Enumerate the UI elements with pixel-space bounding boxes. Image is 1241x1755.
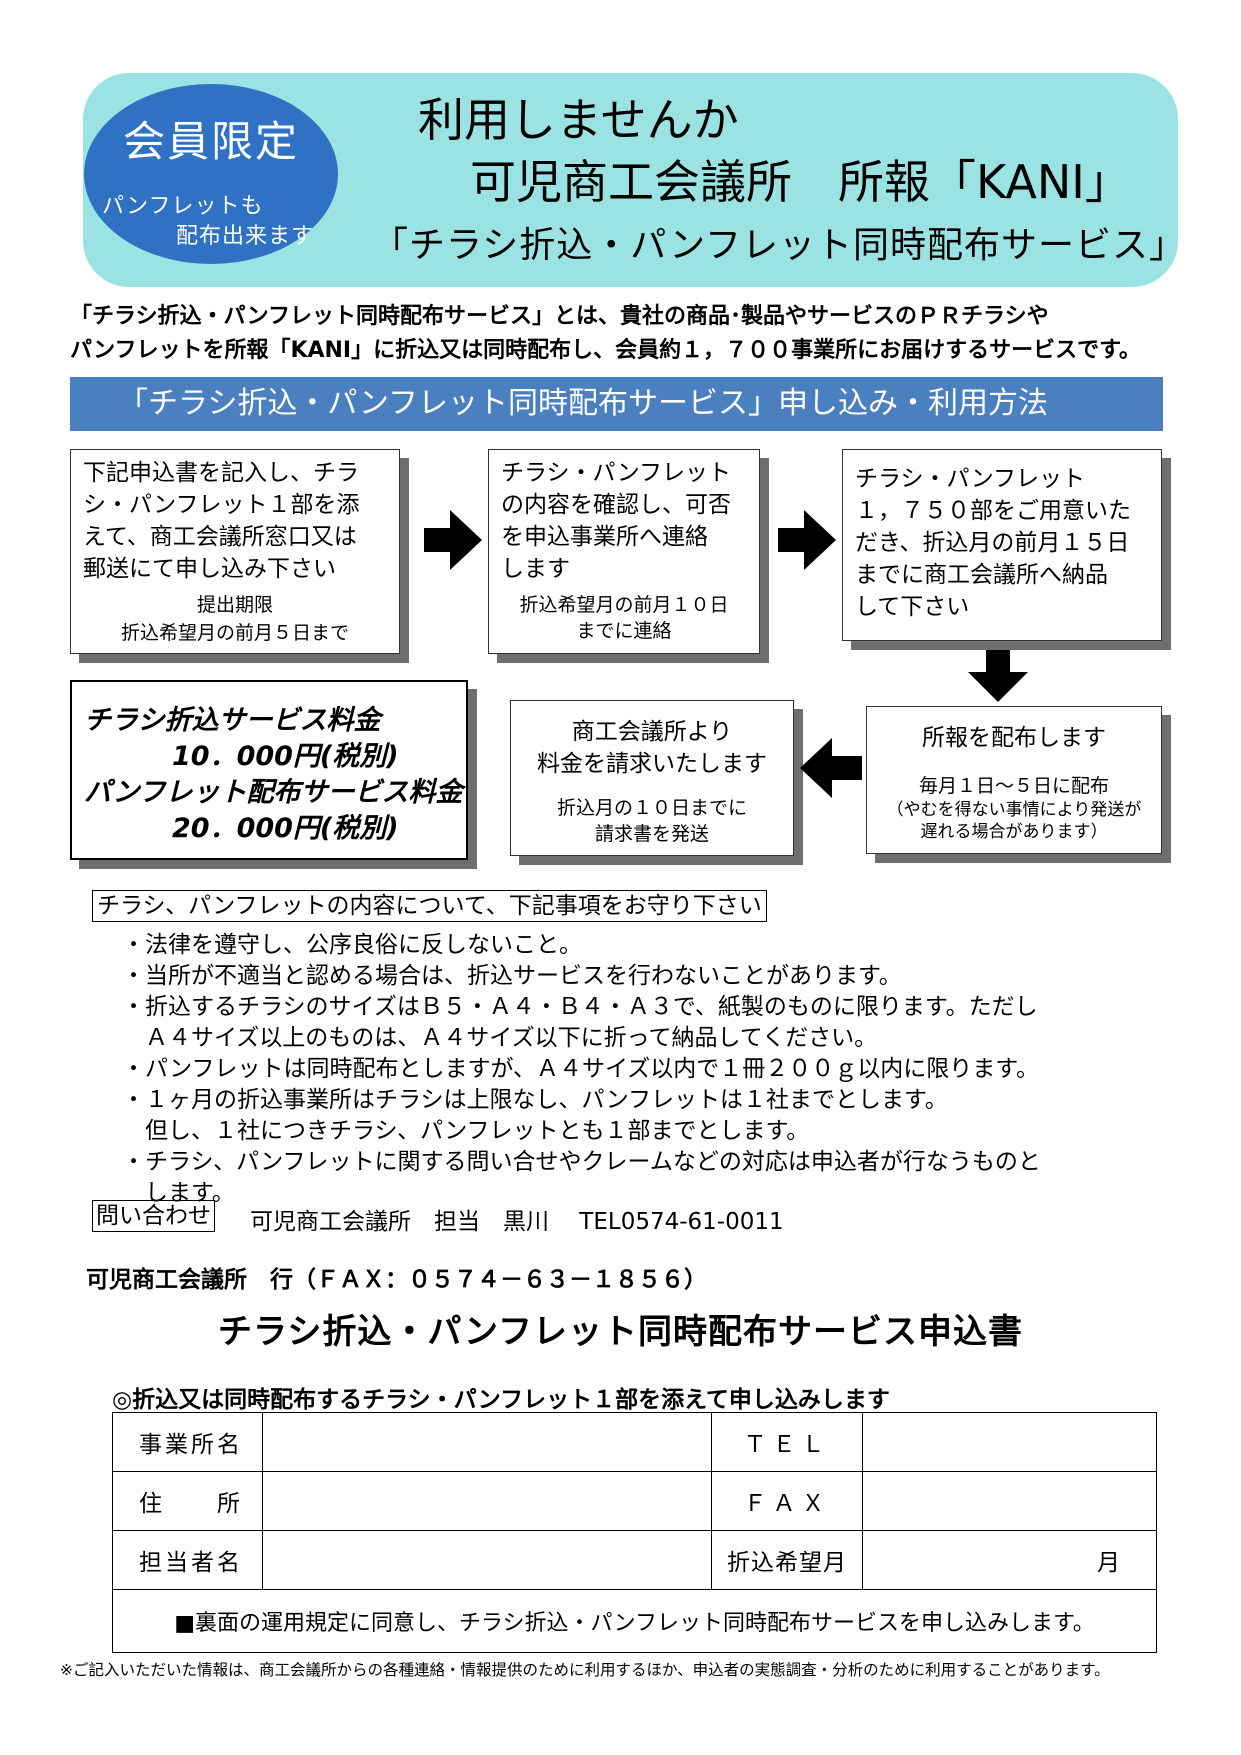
members-only-badge: 会員限定 パンフレットも 配布出来ます bbox=[84, 84, 338, 264]
note-item: ・１ヶ月の折込事業所はチラシは上限なし、パンフレットは１社までとします。 bbox=[122, 1087, 948, 1113]
field-label-fax: ＦＡＸ bbox=[711, 1471, 863, 1531]
badge-sub-2: 配布出来ます bbox=[176, 224, 315, 249]
note-item: ・チラシ、パンフレットに関する問い合せやクレームなどの対応は申込者が行なうものと bbox=[122, 1149, 1041, 1175]
contact-person-field[interactable] bbox=[262, 1530, 712, 1590]
company-name-field[interactable] bbox=[262, 1412, 712, 1472]
badge-sub-1: パンフレットも bbox=[102, 194, 264, 219]
field-label-company: 事業所名 bbox=[112, 1412, 263, 1472]
step-1-deadline: 折込希望月の前月５日まで bbox=[120, 622, 349, 644]
step-2-line: チラシ・パンフレット bbox=[501, 460, 731, 486]
step-3-line: チラシ・パンフレット bbox=[855, 466, 1085, 492]
flyer-fee-label: チラシ折込サービス料金 bbox=[84, 705, 381, 736]
contact-label: 問い合わせ bbox=[92, 1200, 215, 1232]
method-title-bar: 「チラシ折込・パンフレット同時配布サービス」申し込み・利用方法 bbox=[70, 377, 1163, 431]
banner-line-2: 可児商工会議所 所報「KANI」 bbox=[470, 155, 1131, 209]
step-4-note: 毎月１日～５日に配布 bbox=[918, 775, 1109, 797]
step-5-box: 商工会議所より 料金を請求いたします 折込月の１０日までに 請求書を発送 bbox=[510, 700, 794, 856]
step-1-deadline-label: 提出期限 bbox=[196, 594, 273, 616]
intro-line-1: 「チラシ折込・パンフレット同時配布サービス」とは、貴社の商品･製品やサービスのＰ… bbox=[70, 304, 1049, 329]
fee-box: チラシ折込サービス料金 10．000円(税別) パンフレット配布サービス料金 2… bbox=[70, 680, 468, 860]
step-5-note: 請求書を発送 bbox=[594, 823, 709, 845]
flyer-fee-amount: 10．000円(税別) bbox=[172, 741, 399, 772]
step-4-note: （やむを得ない事情により発送が bbox=[886, 800, 1142, 820]
intro-line-2: パンフレットを所報「KANI」に折込又は同時配布し、会員約１，７００事業所にお届… bbox=[70, 338, 1141, 363]
step-3-line: だき、折込月の前月１５日 bbox=[855, 530, 1130, 556]
step-3-line: までに商工会議所へ納品 bbox=[855, 562, 1108, 588]
notes-heading: チラシ、パンフレットの内容について、下記事項をお守り下さい bbox=[92, 890, 767, 922]
step-3-line: １，７５０部をご用意いた bbox=[855, 498, 1131, 524]
step-2-line: の内容を確認し、可否 bbox=[501, 492, 731, 518]
step-4-note: 遅れる場合があります） bbox=[920, 822, 1108, 842]
month-field[interactable]: 月 bbox=[862, 1530, 1157, 1590]
step-5-note: 折込月の１０日までに bbox=[556, 797, 747, 819]
arrow-down-icon bbox=[968, 650, 1028, 702]
field-label-month: 折込希望月 bbox=[711, 1530, 863, 1590]
application-form: 事業所名 ＴＥＬ 住 所 ＦＡＸ 担当者名 折込希望月 月 ■裏面の運用規定に同… bbox=[112, 1412, 1157, 1653]
month-unit: 月 bbox=[1097, 1550, 1120, 1576]
note-item: ・当所が不適当と認める場合は、折込サービスを行わないことがあります。 bbox=[122, 963, 902, 989]
step-5-line: 商工会議所より bbox=[571, 719, 733, 745]
privacy-footnote: ※ご記入いただいた情報は、商工会議所からの各種連絡・情報提供のために利用するほか… bbox=[60, 1661, 1110, 1679]
tel-field[interactable] bbox=[862, 1412, 1157, 1472]
step-1-line: 郵送にて申し込み下さい bbox=[83, 556, 336, 582]
step-3-box: チラシ・パンフレット １，７５０部をご用意いた だき、折込月の前月１５日 までに… bbox=[842, 449, 1162, 641]
agreement-statement: ■裏面の運用規定に同意し、チラシ折込・パンフレット同時配布サービスを申し込みしま… bbox=[112, 1589, 1157, 1653]
fax-line: 可児商工会議所 行（ＦＡＸ：０５７４－６３－１８５６） bbox=[86, 1267, 707, 1293]
step-2-line: を申込事業所へ連絡 bbox=[501, 524, 708, 550]
step-4-line: 所報を配布します bbox=[922, 725, 1106, 751]
step-2-line: します bbox=[501, 556, 570, 582]
step-2-box: チラシ・パンフレット の内容を確認し、可否 を申込事業所へ連絡 します 折込希望… bbox=[488, 449, 760, 654]
step-5-line: 料金を請求いたします bbox=[537, 751, 767, 777]
contact-info: 可児商工会議所 担当 黒川 TEL0574-61-0011 bbox=[250, 1209, 784, 1235]
arrow-left-icon bbox=[800, 738, 862, 798]
pamphlet-fee-label: パンフレット配布サービス料金 bbox=[84, 777, 463, 808]
banner-line-3: 「チラシ折込・パンフレット同時配布サービス」 bbox=[372, 225, 1187, 266]
arrow-right-icon bbox=[424, 510, 482, 570]
form-title: チラシ折込・パンフレット同時配布サービス申込書 bbox=[218, 1312, 1023, 1352]
note-item: ・折込するチラシのサイズはＢ５・Ａ４・Ｂ４・Ａ３で、紙製のものに限ります。ただし bbox=[122, 994, 1038, 1020]
note-item: します。 bbox=[122, 1180, 235, 1206]
step-1-box: 下記申込書を記入し、チラ シ・パンフレット１部を添 えて、商工会議所窓口又は 郵… bbox=[70, 449, 400, 654]
step-3-line: して下さい bbox=[855, 594, 970, 620]
arrow-right-icon bbox=[778, 510, 836, 570]
step-4-box: 所報を配布します 毎月１日～５日に配布 （やむを得ない事情により発送が 遅れる場… bbox=[866, 706, 1162, 854]
banner-line-1: 利用しませんか bbox=[418, 93, 739, 147]
field-label-contact: 担当者名 bbox=[112, 1530, 263, 1590]
step-2-deadline: までに連絡 bbox=[576, 620, 672, 642]
note-item: Ａ４サイズ以上のものは、Ａ４サイズ以下に折って納品してください。 bbox=[122, 1025, 878, 1051]
step-1-line: 下記申込書を記入し、チラ bbox=[83, 460, 359, 486]
fax-field[interactable] bbox=[862, 1471, 1157, 1531]
note-item: ・法律を遵守し、公序良俗に反しないこと。 bbox=[122, 932, 582, 958]
field-label-tel: ＴＥＬ bbox=[711, 1412, 863, 1472]
note-item: 但し、１社につきチラシ、パンフレットとも１部までとします。 bbox=[122, 1118, 810, 1144]
step-1-line: シ・パンフレット１部を添 bbox=[83, 492, 360, 518]
step-2-deadline: 折込希望月の前月１０日 bbox=[519, 594, 729, 616]
badge-title: 会員限定 bbox=[122, 117, 299, 166]
note-item: ・パンフレットは同時配布としますが、Ａ４サイズ以内で１冊２００ｇ以内に限ります。 bbox=[122, 1056, 1040, 1082]
pamphlet-fee-amount: 20．000円(税別) bbox=[172, 813, 399, 844]
step-1-line: えて、商工会議所窓口又は bbox=[83, 524, 357, 550]
field-label-address: 住 所 bbox=[112, 1471, 263, 1531]
form-note: ◎折込又は同時配布するチラシ・パンフレット１部を添えて申し込みします bbox=[112, 1387, 890, 1413]
address-field[interactable] bbox=[262, 1471, 712, 1531]
